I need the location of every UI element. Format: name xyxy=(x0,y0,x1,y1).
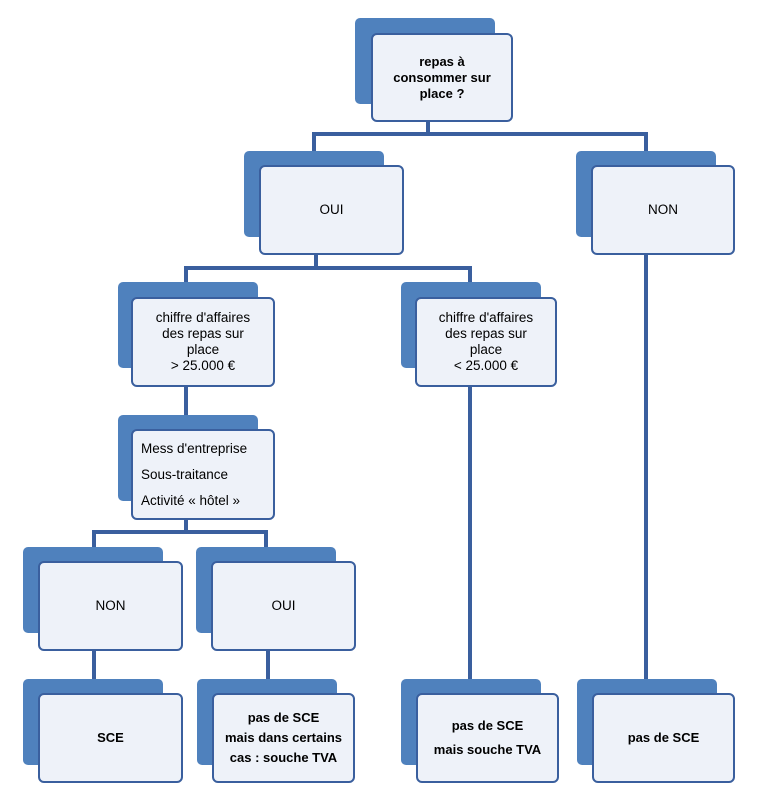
root-line-3: place ? xyxy=(419,85,465,101)
ca-gt-line-1: chiffre d'affaires xyxy=(155,310,251,325)
pas-sce-label: pas de SCE xyxy=(627,730,700,745)
oui-top-label: OUI xyxy=(319,202,344,217)
ca-lt-line-3: place xyxy=(469,342,503,357)
root-line-2: consommer sur xyxy=(393,69,491,85)
sce-label: SCE xyxy=(97,730,124,745)
oui-bottom-label: OUI xyxy=(271,598,296,613)
pas-sce-cas-line-1: pas de SCE xyxy=(247,710,320,725)
root-line-1: repas à xyxy=(419,53,465,69)
non-top-label: NON xyxy=(648,202,678,217)
ca-lt-line-4: < 25.000 € xyxy=(453,358,519,373)
mess-line-2: Sous-traitance xyxy=(141,466,229,482)
pas-sce-tva-line-1: pas de SCE xyxy=(451,718,524,733)
ca-gt-line-3: place xyxy=(186,342,220,357)
mess-line-1: Mess d'entreprise xyxy=(141,440,248,456)
pas-sce-cas-line-2: mais dans certains xyxy=(224,730,343,745)
pas-sce-tva-line-2: mais souche TVA xyxy=(433,742,542,757)
non-bottom-label: NON xyxy=(95,598,126,613)
mess-line-3: Activité « hôtel » xyxy=(141,492,241,508)
ca-lt-line-1: chiffre d'affaires xyxy=(438,310,534,325)
ca-gt-line-2: des repas sur xyxy=(162,326,244,341)
pas-sce-cas-line-3: cas : souche TVA xyxy=(229,750,338,765)
ca-gt-line-4: > 25.000 € xyxy=(170,358,236,373)
ca-lt-line-2: des repas sur xyxy=(445,326,527,341)
